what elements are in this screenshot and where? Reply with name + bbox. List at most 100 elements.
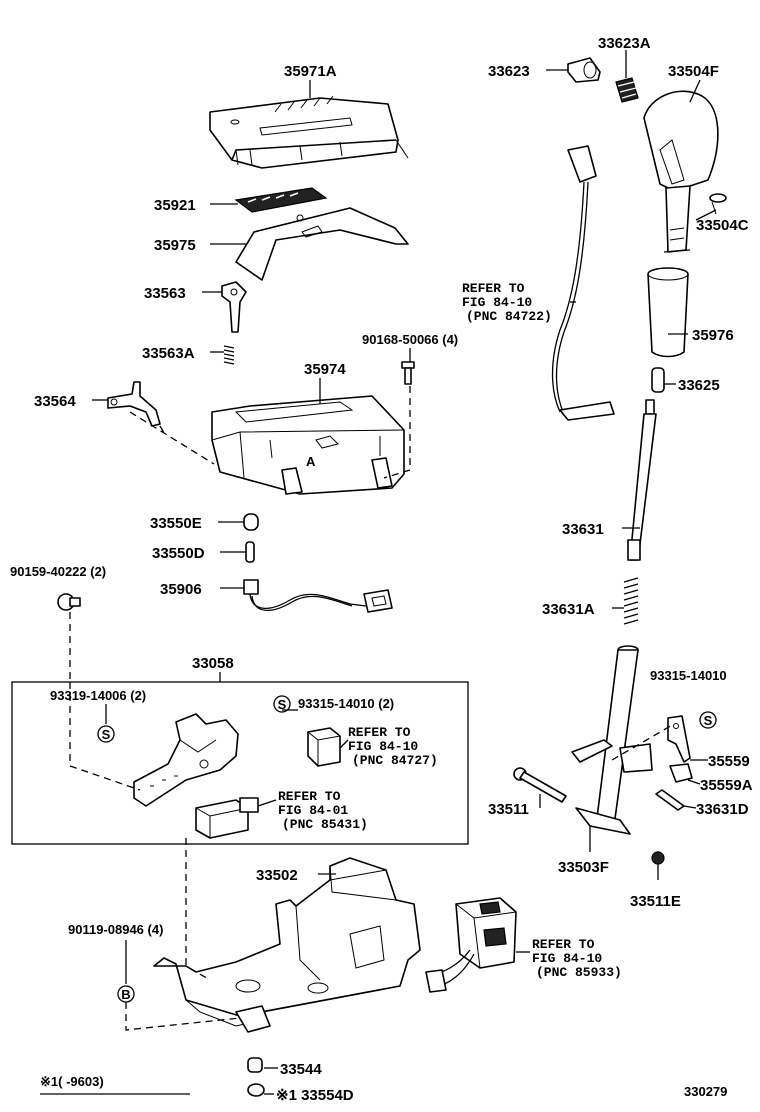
label-33631: 33631 [562,521,604,538]
svg-text:S: S [278,697,287,712]
label-35975: 35975 [154,237,196,254]
svg-text:FIG 84-10: FIG 84-10 [532,951,602,966]
nut-33511E-drawing [651,851,665,865]
bracket-33058-drawing [133,713,239,807]
bolt-90168-drawing [401,361,415,385]
label-90159: 90159-40222 (2) [10,564,106,579]
svg-text:FIG 84-01: FIG 84-01 [278,803,348,818]
lever-33503F-drawing [571,645,653,835]
label-33550D: 33550D [152,545,205,562]
button-33623-drawing [567,57,601,83]
label-33502: 33502 [256,867,298,884]
sleeve-35976-drawing [647,267,689,358]
svg-text:FIG 84-10: FIG 84-10 [462,295,532,310]
cover-35971A-drawing [209,95,409,169]
bracket-35559-drawing [667,715,691,763]
wire-35906-drawing [243,579,393,613]
svg-text:(PNC 85431): (PNC 85431) [282,817,368,832]
strip-35975-drawing [235,207,409,281]
spring-33563A-drawing [223,345,235,365]
socket-33550D-drawing [245,541,255,563]
svg-text:(PNC 84722): (PNC 84722) [466,309,552,324]
screw-33504C-drawing [709,193,727,215]
svg-text:REFER TO: REFER TO [348,725,411,740]
spring-35559A-drawing [669,763,693,783]
leader-lines [92,50,717,1095]
part-labels: 33623A 33623 33504F 35971A 35921 35975 3… [10,35,753,1104]
svg-text:(PNC 84727): (PNC 84727) [352,753,438,768]
svg-text:B: B [121,987,130,1002]
label-33503F: 33503F [558,859,609,876]
label-33504C: 33504C [696,217,749,234]
refer-note-85431: REFER TO FIG 84-01 (PNC 85431) [278,789,368,832]
dashed-lines [69,386,675,1031]
svg-text:REFER TO: REFER TO [278,789,341,804]
label-33544: 33544 [280,1061,322,1078]
s-marker-2: S [273,695,291,713]
label-90119: 90119-08946 (4) [68,922,163,937]
label-35559A: 35559A [700,777,753,794]
refer-note-84722: REFER TO FIG 84-10 (PNC 84722) [462,281,552,324]
spring-33623A-drawing [615,77,639,103]
s-marker-1: S [97,725,115,743]
svg-text:(PNC 85933): (PNC 85933) [536,965,622,980]
bulb-33550E-drawing [243,513,259,531]
housing-35974-drawing: A [211,395,405,495]
label-93315-single: 93315-14010 [650,668,727,683]
label-33550E: 33550E [150,515,202,532]
label-33504F: 33504F [668,63,719,80]
refer-note-84727: REFER TO FIG 84-10 (PNC 84727) [348,725,438,768]
refer-note-85933: REFER TO FIG 84-10 (PNC 85933) [532,937,622,980]
bolt-33511-drawing [513,767,567,803]
label-35976: 35976 [692,327,734,344]
switch-refer-84727-drawing [307,727,341,767]
lever-33564-drawing [107,381,161,427]
base-33502-drawing [153,857,421,1033]
label-35906: 35906 [160,581,202,598]
label-33563: 33563 [144,285,186,302]
rod-33631-drawing [627,399,657,561]
label-35974: 35974 [304,361,346,378]
assembly-33058-box [11,681,469,845]
cable-drawing [551,145,615,421]
svg-text:FIG 84-10: FIG 84-10 [348,739,418,754]
bushing-33554D-drawing [247,1083,265,1097]
svg-text:S: S [102,727,111,742]
label-90168: 90168-50066 (4) [362,332,458,347]
s-marker-3: S [699,711,717,729]
label-33631D: 33631D [696,801,749,818]
bushing-33544-drawing [247,1057,263,1073]
bolt-90159-drawing [57,593,81,611]
pin-33631D-drawing [655,789,685,811]
label-33511: 33511 [488,801,529,818]
label-33563A: 33563A [142,345,195,362]
label-33511E: 33511E [630,893,681,910]
plate-35921-drawing [234,187,328,213]
label-33554D: ※1 33554D [276,1087,354,1104]
label-33623: 33623 [488,63,530,80]
spring-33631A-drawing [623,577,639,625]
label-33631A: 33631A [542,601,595,618]
label-35559: 35559 [708,753,750,770]
label-93319: 93319-14006 (2) [50,688,146,703]
clip-33563-drawing [221,281,247,333]
label-35971A: 35971A [284,63,337,80]
connector-refer-85933-drawing [425,897,517,993]
knob-33504F-drawing [643,90,719,253]
label-33623A: 33623A [598,35,651,52]
svg-text:REFER TO: REFER TO [532,937,595,952]
label-33564: 33564 [34,393,76,410]
label-93315-double: 93315-14010 (2) [298,696,394,711]
solenoid-refer-85431-drawing [195,797,259,839]
label-35921: 35921 [154,197,196,214]
label-33625: 33625 [678,377,720,394]
svg-text:REFER TO: REFER TO [462,281,525,296]
svg-text:A: A [306,454,316,469]
footnote: ※1( -9603) [40,1074,104,1089]
figure-id: 330279 [684,1084,727,1099]
b-marker: B [117,985,135,1003]
label-33058: 33058 [192,655,234,672]
pin-33625-drawing [651,367,665,393]
svg-text:S: S [704,713,713,728]
